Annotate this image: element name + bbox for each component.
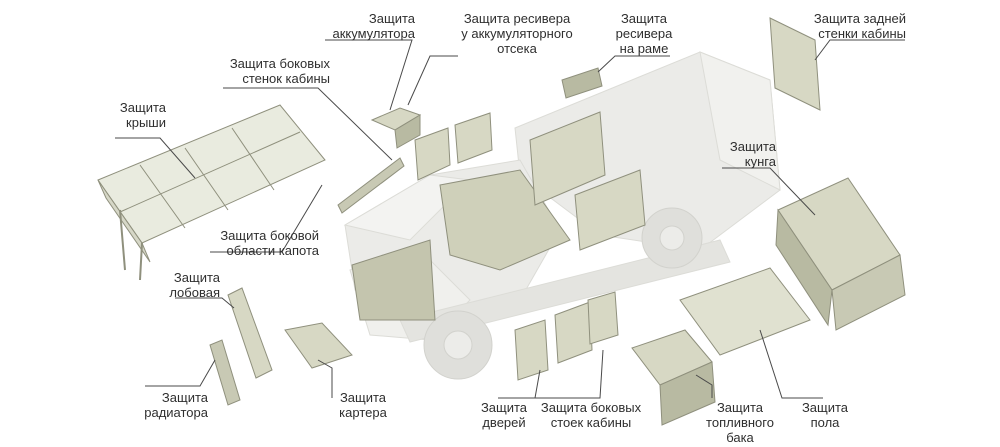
leader-battery: [325, 39, 413, 111]
leader-side-cab: [223, 87, 393, 161]
leader-receiver-battery: [407, 55, 458, 106]
leader-fuel-tank: [695, 374, 713, 398]
leader-receiver-frame: [597, 55, 670, 73]
leader-crankcase: [317, 359, 333, 398]
leader-front: [175, 297, 235, 309]
armor-panels: [97, 17, 906, 426]
leader-rear-cab: [814, 39, 905, 61]
leader-floor: [759, 329, 823, 399]
leader-roof: [115, 137, 196, 179]
leader-cab-pillars: [535, 349, 604, 399]
truck-wheels: [423, 207, 703, 380]
leader-kung: [722, 167, 816, 216]
roof-armor: [97, 104, 326, 281]
leader-hood-side: [210, 184, 323, 253]
leader-lines: [115, 39, 905, 399]
leader-radiator: [145, 359, 216, 387]
